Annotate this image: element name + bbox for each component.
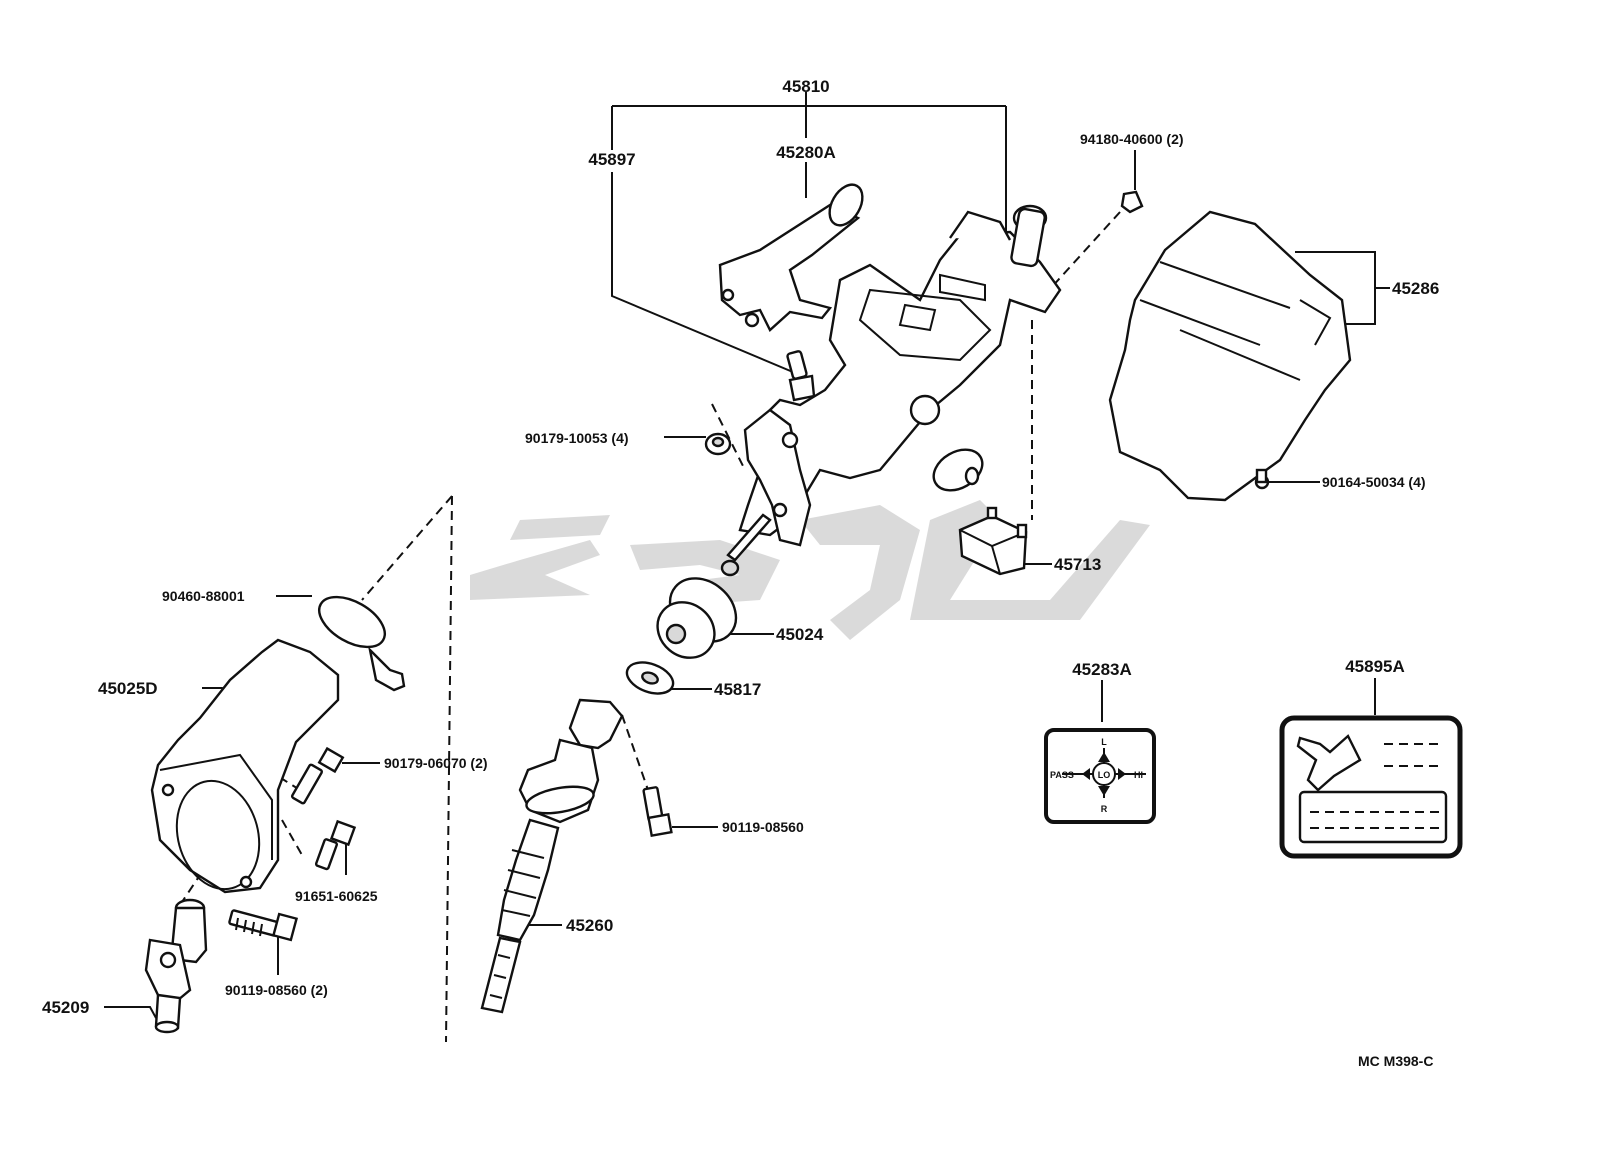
- switch-label-bottom: R: [1101, 804, 1108, 814]
- part-45024-bushing: [656, 577, 738, 659]
- part-90119-08560-bolt: [642, 786, 673, 837]
- label-90119-08560-2: 90119-08560 (2): [225, 982, 328, 998]
- part-45025D-boot: [150, 638, 340, 894]
- figure-code: MC M398-C: [1358, 1053, 1433, 1069]
- part-90164-50034-screw: [1254, 468, 1270, 490]
- switch-label-left: PASS: [1050, 770, 1074, 780]
- part-45209-universal-joint: [144, 898, 208, 1034]
- label-45024: 45024: [776, 625, 824, 644]
- part-91651-60625-bolt: [314, 819, 357, 871]
- part-90460-88001-clamp: [318, 595, 406, 692]
- label-45810: 45810: [782, 77, 829, 96]
- part-45286-column-cover: [1108, 210, 1352, 502]
- callout-labels: 45810 45897 45280A 94180-40600 (2) 45286…: [42, 77, 1439, 1069]
- label-90164-50034: 90164-50034 (4): [1322, 474, 1426, 490]
- part-45283A-label: [1044, 728, 1156, 824]
- label-45260: 45260: [566, 916, 613, 935]
- label-94180-40600: 94180-40600 (2): [1080, 131, 1184, 147]
- label-45897: 45897: [588, 150, 635, 169]
- part-45817-washer: [625, 661, 675, 695]
- part-90179-10053-nut: [704, 432, 732, 456]
- part-45810-column-assembly: [720, 204, 1062, 577]
- label-45817: 45817: [714, 680, 761, 699]
- leader-lines: [104, 92, 1390, 1043]
- label-45283A: 45283A: [1072, 660, 1132, 679]
- label-45286: 45286: [1392, 279, 1439, 298]
- label-45025D: 45025D: [98, 679, 158, 698]
- watermark-logo: [470, 500, 1150, 640]
- part-45260-intermediate-shaft: [480, 698, 624, 1014]
- label-90179-06070: 90179-06070 (2): [384, 755, 488, 771]
- label-45713: 45713: [1054, 555, 1101, 574]
- label-90460-88001: 90460-88001: [162, 588, 245, 604]
- part-90179-06070-bolt: [290, 746, 345, 805]
- switch-label-right: HI: [1134, 770, 1143, 780]
- part-45895A-label: [1279, 715, 1463, 859]
- part-45897-screw: [786, 350, 816, 402]
- switch-label-top: L: [1101, 737, 1107, 747]
- label-45895A: 45895A: [1345, 657, 1405, 676]
- part-45713-switch: [958, 506, 1028, 576]
- label-45280A: 45280A: [776, 143, 836, 162]
- part-94180-40600-nut: [1120, 190, 1144, 214]
- label-90179-10053: 90179-10053 (4): [525, 430, 629, 446]
- part-90119-08560-2-bolt: [228, 909, 299, 942]
- label-90119-08560: 90119-08560: [722, 819, 804, 835]
- label-45209: 45209: [42, 998, 89, 1017]
- label-91651-60625: 91651-60625: [295, 888, 378, 904]
- switch-label-center: LO: [1098, 770, 1111, 780]
- part-45280A-lock-bracket: [718, 183, 864, 332]
